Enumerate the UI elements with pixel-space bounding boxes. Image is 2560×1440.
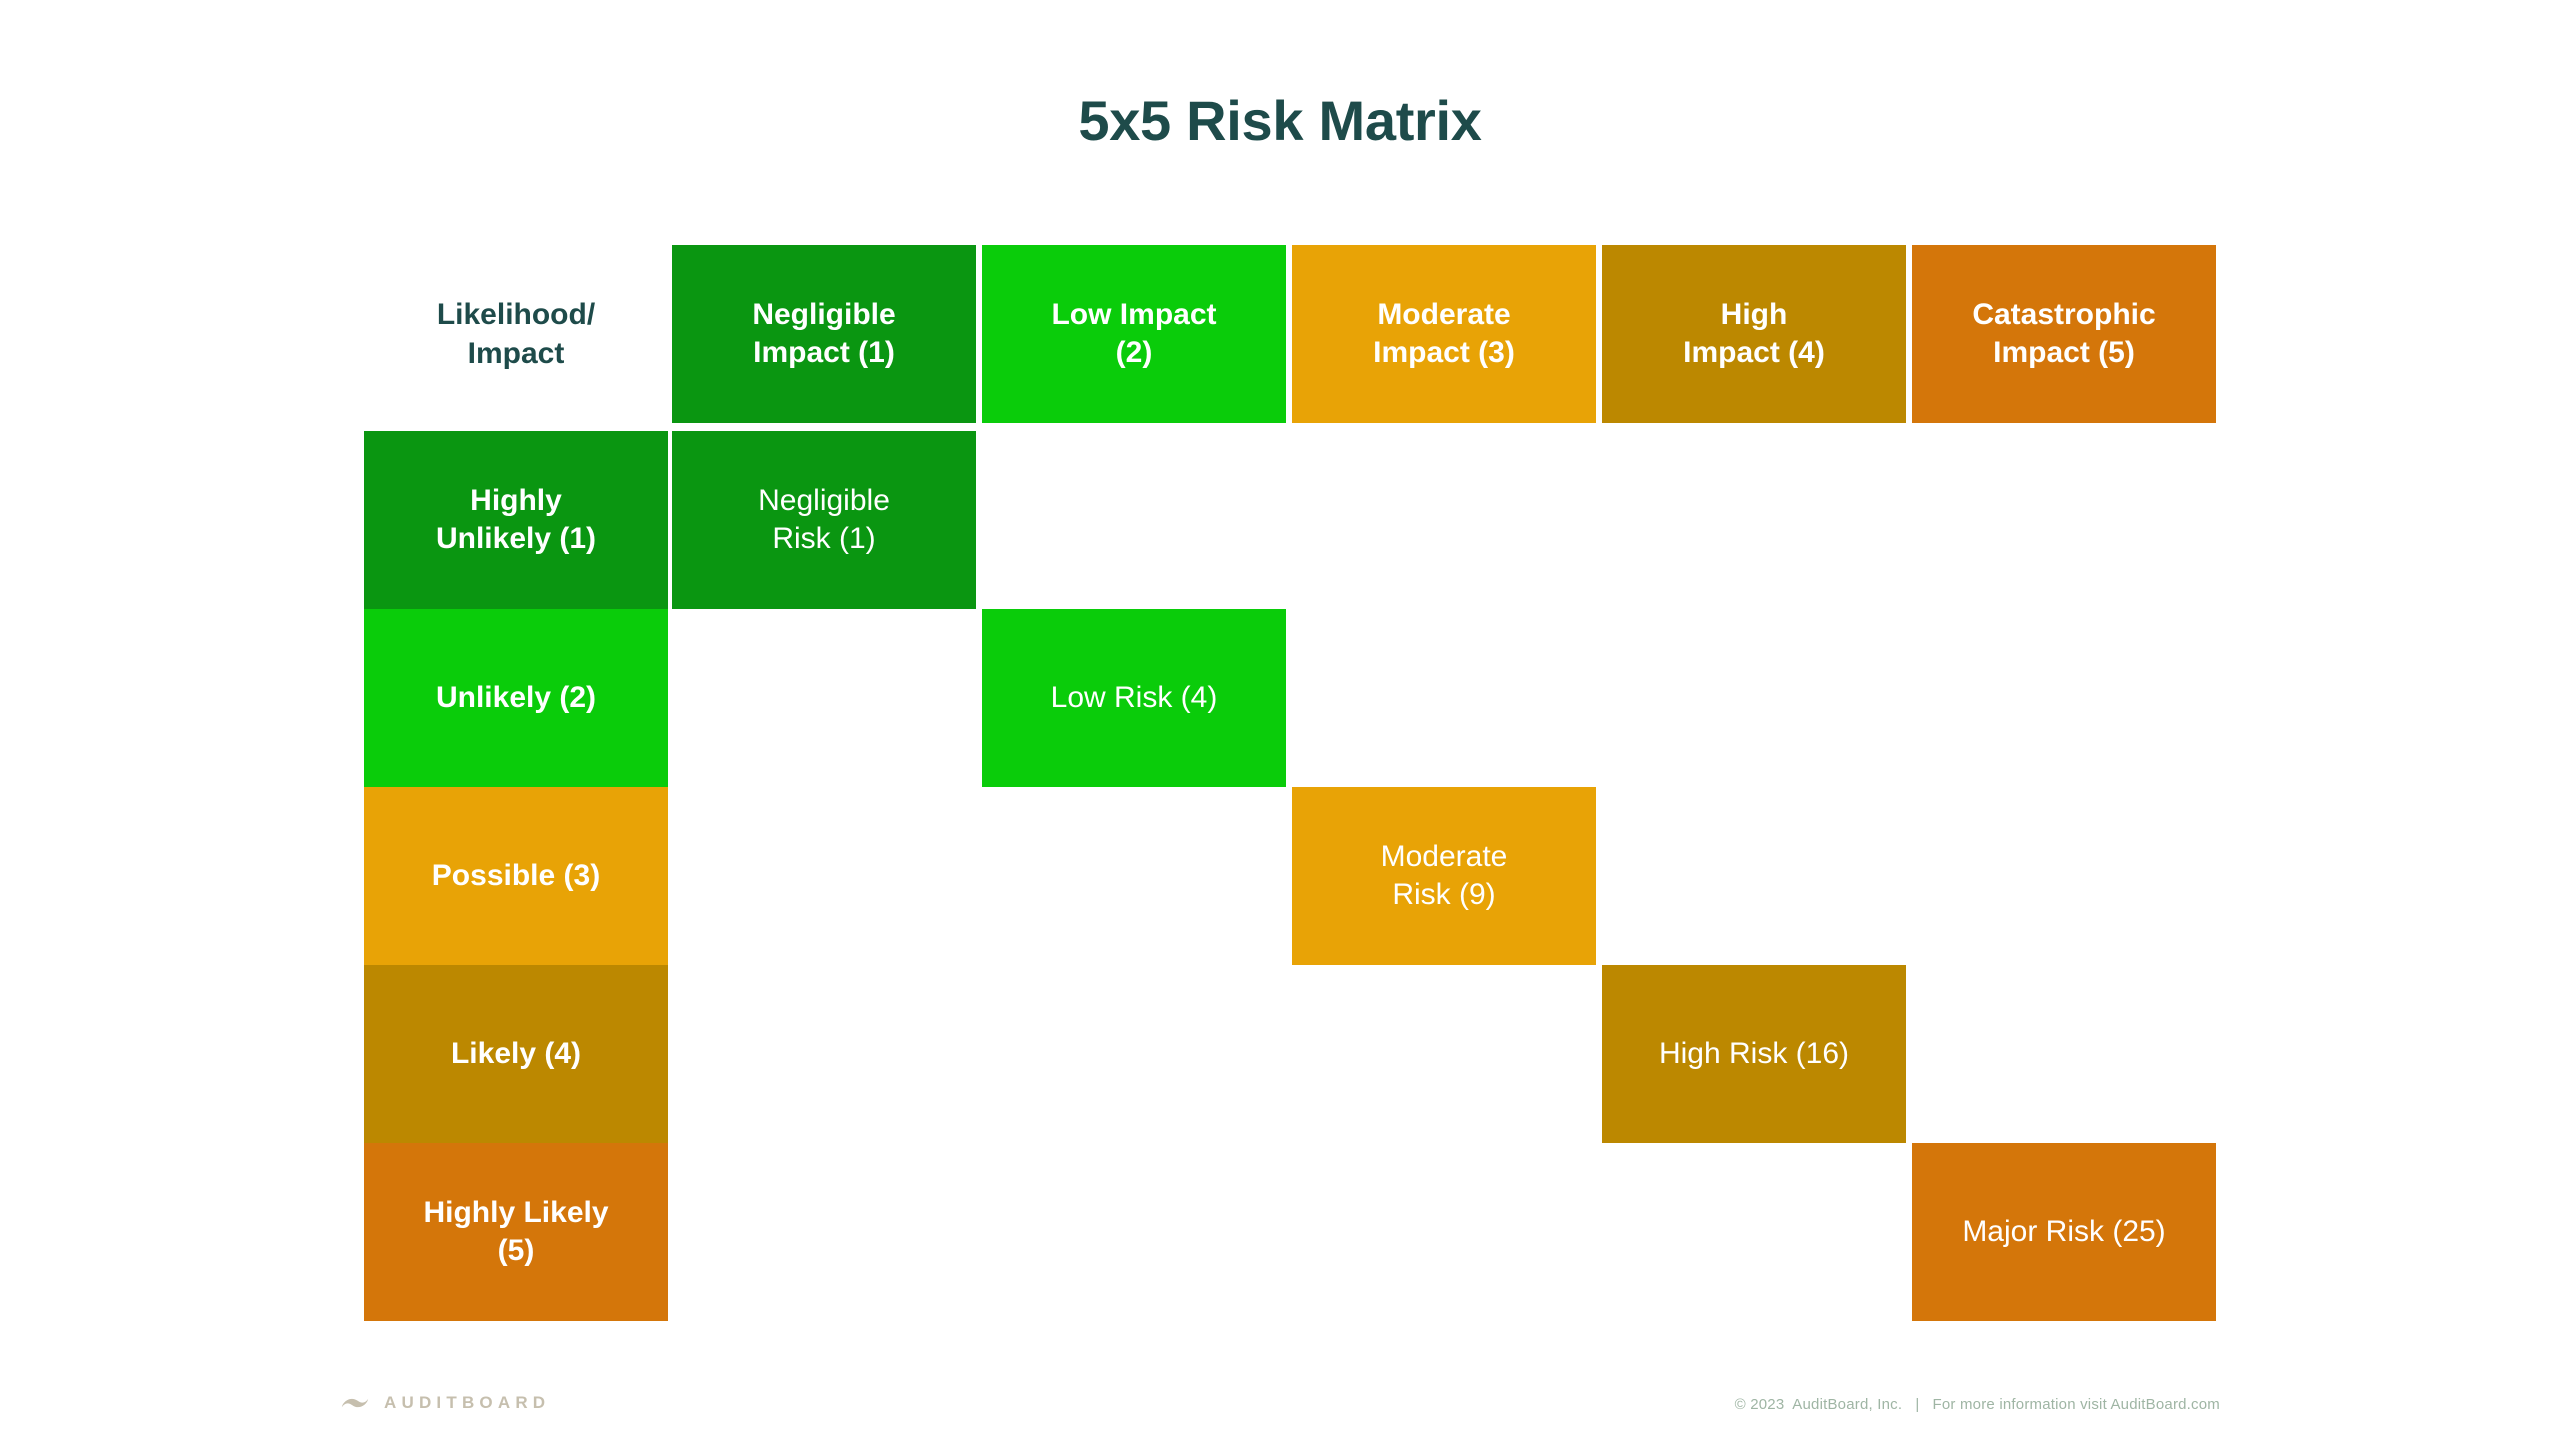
column-header-high-impact: High Impact (4) [1602,245,1906,423]
auditboard-wordmark: AUDITBOARD [384,1393,551,1412]
risk-cell-high: High Risk (16) [1602,965,1906,1143]
risk-cell-moderate: Moderate Risk (9) [1292,787,1596,965]
column-header-moderate-impact: Moderate Impact (3) [1292,245,1596,423]
risk-cell-negligible: Negligible Risk (1) [672,431,976,609]
risk-matrix-grid: Likelihood/ Impact Negligible Impact (1)… [364,245,2254,1321]
row-header-highly-likely: Highly Likely (5) [364,1143,668,1321]
row-header-highly-unlikely: Highly Unlikely (1) [364,431,668,609]
column-header-negligible-impact: Negligible Impact (1) [672,245,976,423]
footer-copyright: © 2023 AuditBoard, Inc. | For more infor… [1734,1396,2220,1413]
auditboard-logo: AUDITBOARD [340,1392,550,1414]
row-header-possible: Possible (3) [364,787,668,965]
row-header-unlikely: Unlikely (2) [364,609,668,787]
row-header-likely: Likely (4) [364,965,668,1143]
column-header-low-impact: Low Impact (2) [982,245,1286,423]
auditboard-lens-icon [340,1392,370,1414]
risk-cell-low: Low Risk (4) [982,609,1286,787]
risk-cell-major: Major Risk (25) [1912,1143,2216,1321]
matrix-corner-label: Likelihood/ Impact [436,298,596,370]
page-title: 5x5 Risk Matrix [1078,89,1482,152]
column-header-catastrophic-impact: Catastrophic Impact (5) [1912,245,2216,423]
